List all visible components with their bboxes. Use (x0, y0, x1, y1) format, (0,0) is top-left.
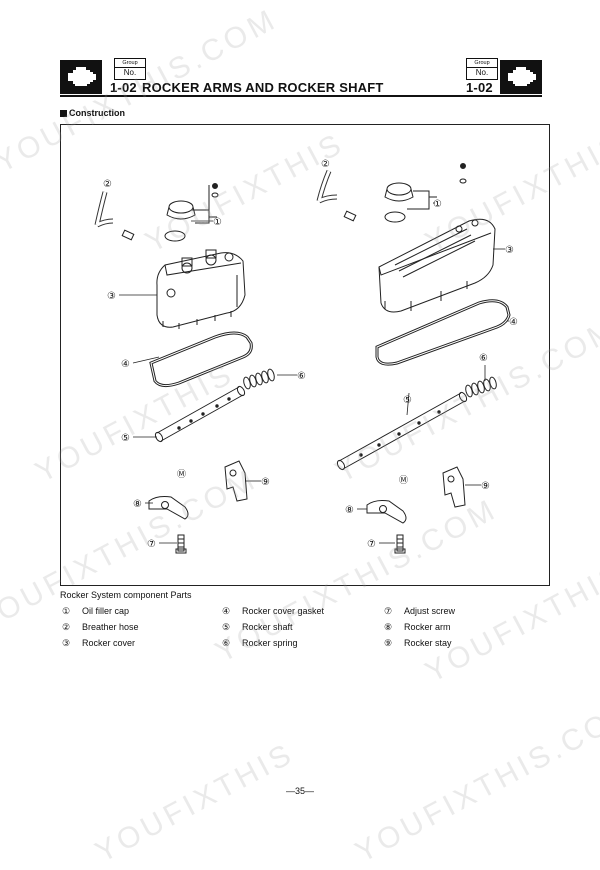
rocker-cover-right (378, 218, 496, 313)
rocker-shaft-right (336, 391, 468, 471)
part-item-1: ① Oil filler cap (62, 606, 129, 617)
rocker-spring-right (465, 376, 497, 398)
part-item-9: ⑨ Rocker stay (384, 638, 452, 649)
part-number: ① (62, 606, 71, 616)
part-item-3: ③ Rocker cover (62, 638, 135, 649)
callout-5-right: ⑤ (403, 395, 412, 406)
adjust-screw-left (175, 534, 187, 554)
rocker-arm-right (366, 500, 407, 524)
callout-9-right: ⑨ (481, 481, 490, 492)
part-item-7: ⑦ Adjust screw (384, 606, 455, 617)
engine-icon-left (60, 60, 102, 94)
section-heading-text: Construction (69, 108, 125, 118)
oil-filler-cap-left (164, 183, 219, 242)
page-number: —35— (285, 786, 314, 796)
group-no-label: No. (115, 67, 145, 78)
rocker-arm-left (148, 496, 189, 520)
header-rule (60, 95, 542, 97)
callout-8-left: ⑧ (133, 499, 142, 510)
part-label: Adjust screw (404, 606, 456, 616)
part-number: ⑥ (222, 638, 231, 648)
rocker-stay-right (442, 466, 466, 508)
part-number: ⑦ (384, 606, 393, 616)
square-bullet-icon (60, 109, 67, 117)
callout-2-left: ② (103, 179, 112, 190)
group-number-box-left: Group No. (114, 58, 146, 80)
part-number: ⑧ (384, 622, 393, 632)
callout-7-left: ⑦ (147, 539, 156, 550)
adjust-screw-right (394, 534, 406, 554)
rocker-cover-gasket-right (375, 299, 511, 366)
part-item-8: ⑧ Rocker arm (384, 622, 451, 633)
exploded-view-drawing: ② ① ③ ④ ⑥ ⑤ ⑨ ⑧ ⑦ ② ① ③ ④ ⑥ ⑤ ⑨ ⑧ ⑦ Ⓜ Ⓜ (94, 159, 518, 554)
part-number: ④ (222, 606, 231, 616)
part-item-6: ⑥ Rocker spring (222, 638, 298, 649)
group-number-box-right: Group No. (466, 58, 498, 80)
part-number: ⑨ (384, 638, 393, 648)
callout-8-right: ⑧ (345, 505, 354, 516)
rocker-stay-left (224, 460, 248, 502)
callout-9-left: ⑨ (261, 477, 270, 488)
part-label: Rocker stay (404, 638, 452, 648)
part-label: Rocker cover gasket (242, 606, 325, 616)
group-no-label-right: No. (467, 67, 497, 78)
callout-7-right: ⑦ (367, 539, 376, 550)
watermark-text: YOUFIXTHIS.COM (350, 692, 600, 870)
section-code-right: 1-02 (466, 80, 493, 95)
callout-5-left: ⑤ (121, 433, 130, 444)
part-item-4: ④ Rocker cover gasket (222, 606, 324, 617)
part-label: Oil filler cap (82, 606, 130, 616)
callout-6-left: ⑥ (297, 371, 306, 382)
breather-fitting-left (121, 229, 135, 241)
group-label-right: Group (474, 60, 490, 66)
rocker-spring-left (243, 368, 275, 390)
part-label: Rocker shaft (242, 622, 293, 632)
callout-1-right: ① (433, 199, 442, 210)
callout-3-left: ③ (107, 291, 116, 302)
rocker-cover-left (156, 249, 246, 329)
breather-hose-right (316, 170, 338, 204)
oil-filler-cap-right (384, 163, 467, 223)
part-number: ③ (62, 638, 71, 648)
leader-lines (119, 202, 509, 544)
section-code: 1-02 (110, 80, 137, 95)
part-item-2: ② Breather hose (62, 622, 139, 633)
page-title: ROCKER ARMS AND ROCKER SHAFT (142, 80, 384, 95)
group-label: Group (122, 60, 138, 66)
parts-list-title: Rocker System component Parts (60, 590, 192, 600)
callout-3-right: ③ (505, 245, 514, 256)
m-mark-left: Ⓜ (177, 469, 186, 480)
part-number: ⑤ (222, 622, 231, 632)
callout-2-right: ② (321, 159, 330, 170)
part-number: ② (62, 622, 71, 632)
part-label: Breather hose (82, 622, 139, 632)
part-label: Rocker arm (404, 622, 451, 632)
breather-fitting-right (343, 210, 357, 222)
callout-4-left: ④ (121, 359, 130, 370)
construction-diagram: ② ① ③ ④ ⑥ ⑤ ⑨ ⑧ ⑦ ② ① ③ ④ ⑥ ⑤ ⑨ ⑧ ⑦ Ⓜ Ⓜ (60, 124, 550, 586)
part-label: Rocker spring (242, 638, 298, 648)
callout-1-left: ① (213, 217, 222, 228)
callout-6-right: ⑥ (479, 353, 488, 364)
watermark-text: YOUFIXTHIS (90, 736, 300, 870)
engine-icon-right (500, 60, 542, 94)
breather-hose-left (94, 191, 114, 228)
part-item-5: ⑤ Rocker shaft (222, 622, 293, 633)
section-heading: Construction (60, 108, 125, 118)
part-label: Rocker cover (82, 638, 136, 648)
rocker-shaft-left (154, 385, 246, 443)
m-mark-right: Ⓜ (399, 475, 408, 486)
callout-4-right: ④ (509, 317, 518, 328)
rocker-cover-gasket-left (149, 331, 253, 388)
